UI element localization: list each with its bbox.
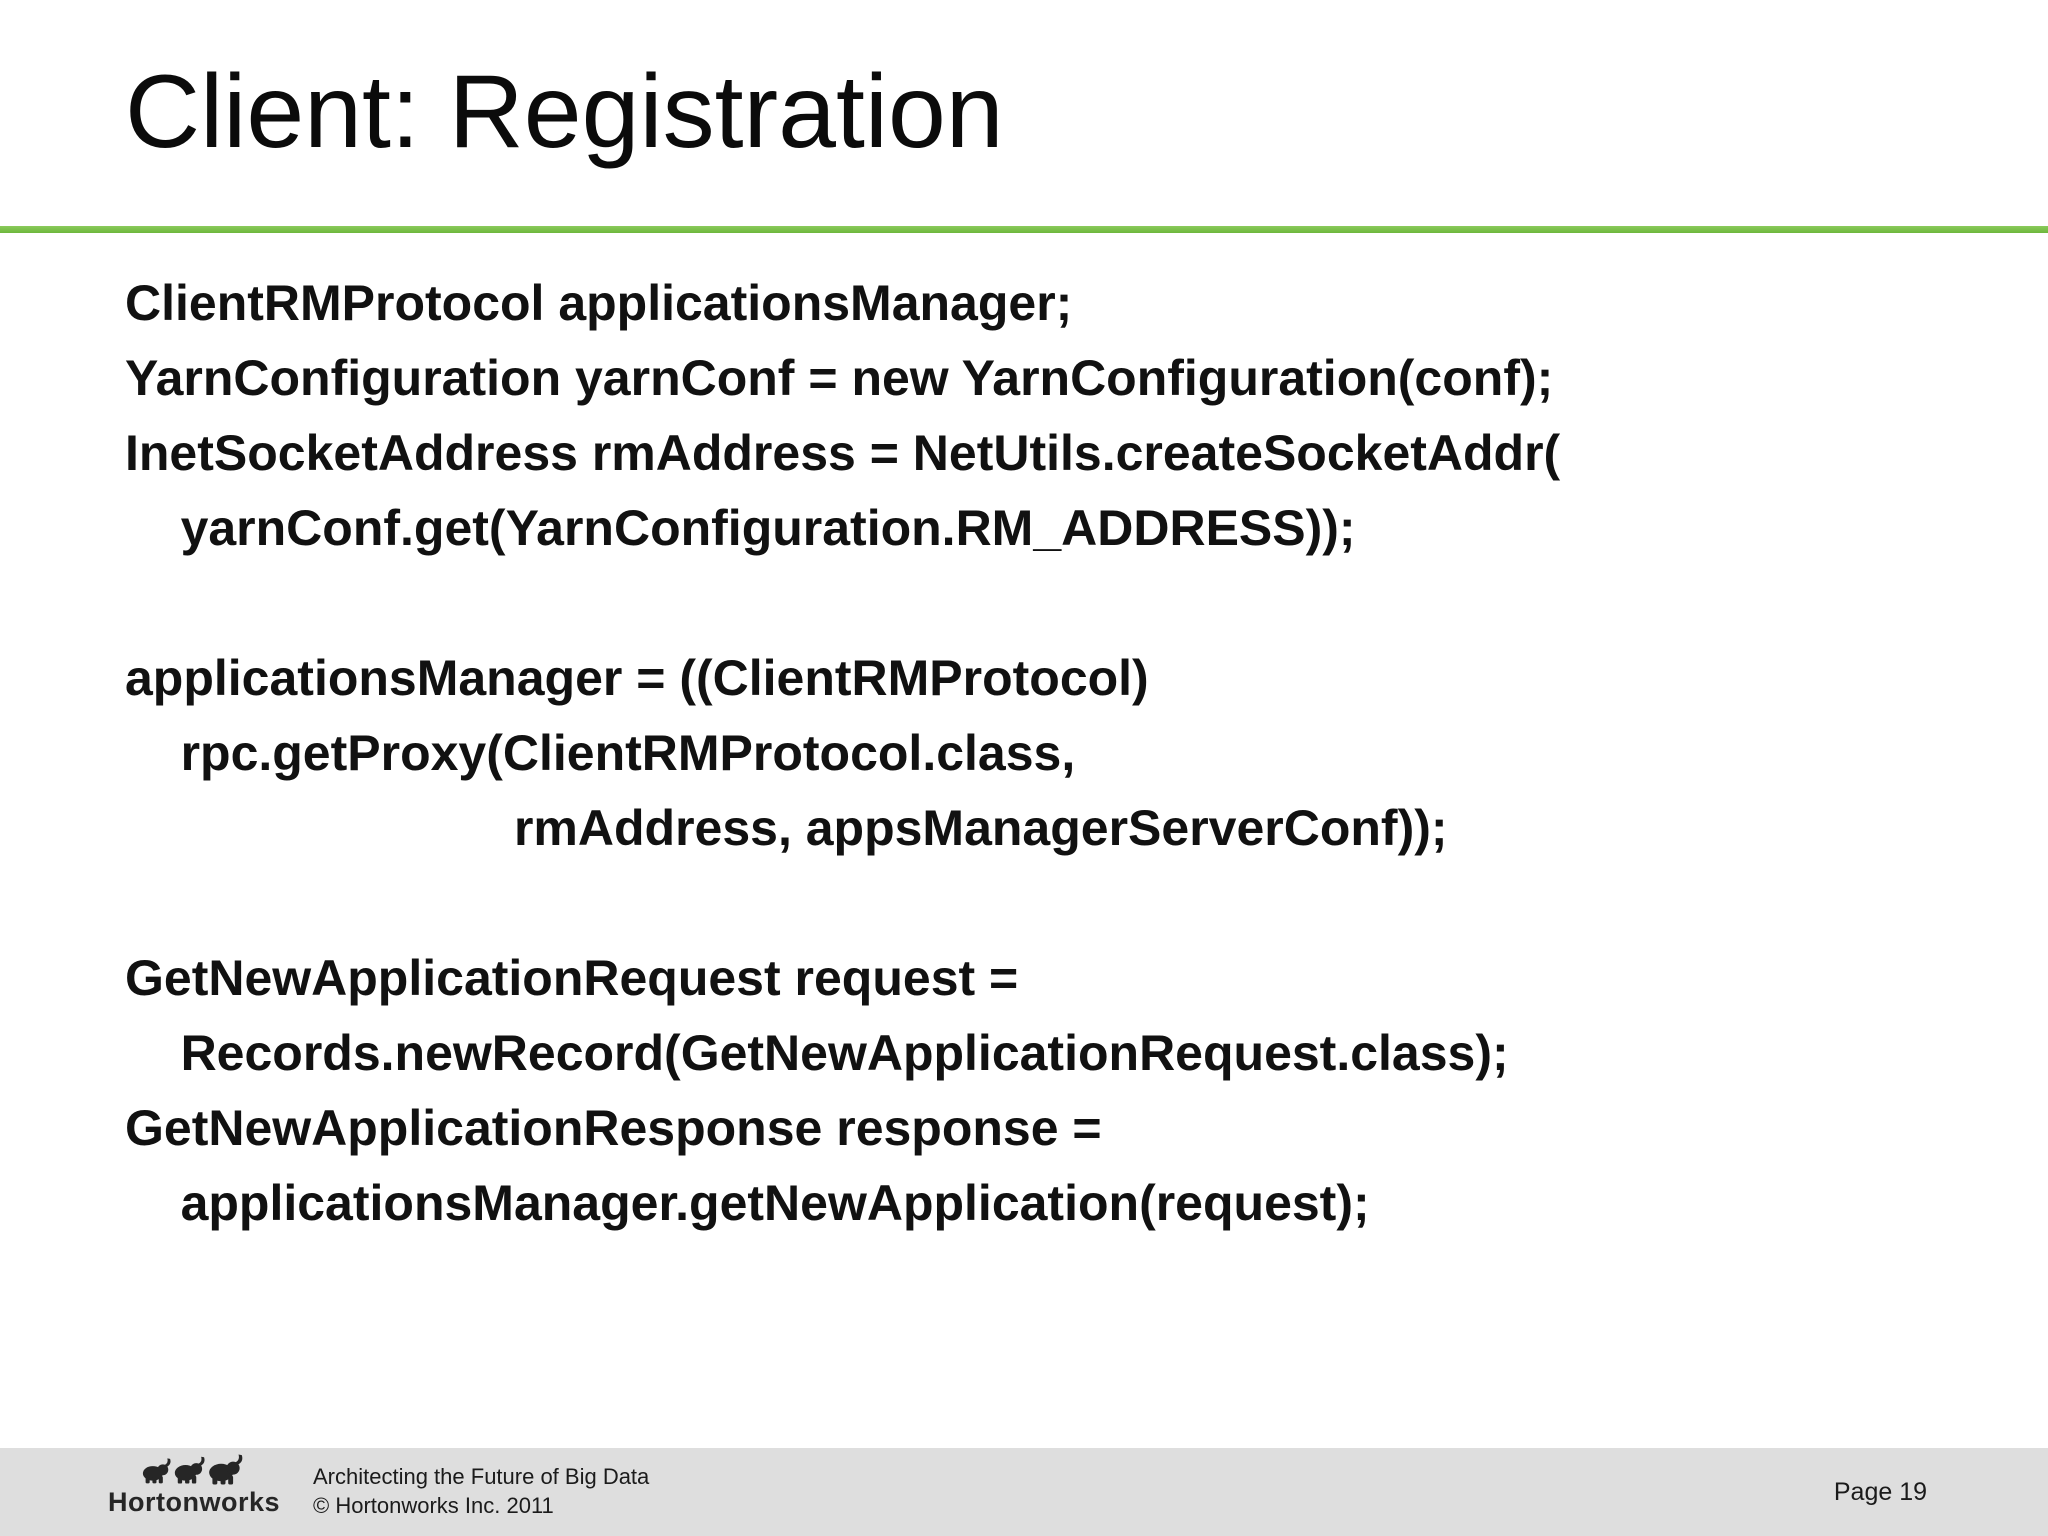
page-number: Page 19 <box>1833 1477 1927 1506</box>
footer-tagline: Architecting the Future of Big Data <box>313 1464 650 1489</box>
footer: Hortonworks Architecting the Future of B… <box>0 1448 2048 1536</box>
accent-rule <box>0 226 2048 233</box>
code-block: ClientRMProtocol applicationsManager; Ya… <box>125 275 1561 1231</box>
hortonworks-logo: Hortonworks <box>104 1454 284 1516</box>
logo-wordmark: Hortonworks <box>107 1487 280 1517</box>
slide-title: Client: Registration <box>125 54 1004 170</box>
footer-text: Architecting the Future of Big Data © Ho… <box>313 1462 649 1520</box>
footer-copyright: © Hortonworks Inc. 2011 <box>313 1493 554 1518</box>
elephants-icon <box>119 1454 269 1488</box>
